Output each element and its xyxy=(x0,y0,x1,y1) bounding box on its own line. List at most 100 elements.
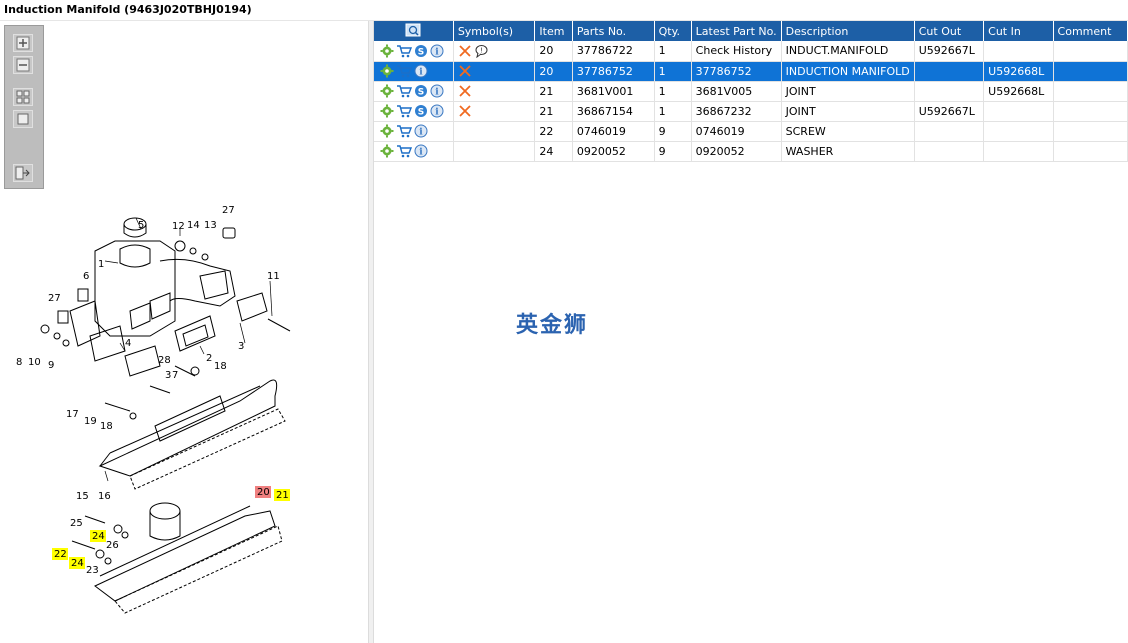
cell-cut-out: U592667L xyxy=(914,101,985,122)
cell-comment xyxy=(1053,121,1128,142)
fit-all-button[interactable] xyxy=(13,88,33,106)
cell-cut-in: U592668L xyxy=(983,81,1054,102)
svg-text:S: S xyxy=(418,88,424,98)
cell-item: 21 xyxy=(534,81,573,102)
info-icon[interactable]: i xyxy=(430,104,444,118)
cross-icon xyxy=(459,65,471,77)
svg-text:13: 13 xyxy=(204,220,217,231)
svg-text:17: 17 xyxy=(66,409,79,420)
svg-text:26: 26 xyxy=(106,540,119,551)
drawing-toolbox xyxy=(4,25,44,189)
cart-icon[interactable] xyxy=(396,124,412,138)
zoom-in-icon xyxy=(16,36,30,50)
cart-icon[interactable] xyxy=(396,64,412,78)
svg-text:16: 16 xyxy=(98,491,111,502)
cell-description: SCREW xyxy=(781,121,915,142)
cell-cut-out xyxy=(914,121,985,142)
cell-qty: 9 xyxy=(654,141,692,162)
cell-cut-out xyxy=(914,81,985,102)
window-titlebar: Induction Manifold (9463J020TBHJ0194) xyxy=(0,0,1128,21)
svg-text:S: S xyxy=(418,108,424,118)
gear-icon[interactable] xyxy=(380,144,394,158)
cell-description: JOINT xyxy=(781,101,915,122)
cell-comment xyxy=(1053,41,1128,62)
column-header-comment[interactable]: Comment xyxy=(1053,21,1128,41)
export-icon xyxy=(15,166,30,180)
svg-text:4: 4 xyxy=(125,338,131,349)
svg-text:9: 9 xyxy=(48,360,54,371)
zoom-in-button[interactable] xyxy=(13,34,33,52)
gear-icon[interactable] xyxy=(380,104,394,118)
info-icon[interactable]: i xyxy=(414,144,428,158)
svg-text:10: 10 xyxy=(28,357,41,368)
column-header-cut-in[interactable]: Cut In xyxy=(983,21,1054,41)
cart-icon[interactable] xyxy=(396,144,412,158)
info-icon[interactable]: i xyxy=(430,44,444,58)
cell-qty: 9 xyxy=(654,121,692,142)
column-header-symbols[interactable]: Symbol(s) xyxy=(453,21,536,41)
gear-icon[interactable] xyxy=(380,64,394,78)
s-badge-icon[interactable]: S xyxy=(414,104,428,118)
s-badge-icon[interactable]: S xyxy=(414,44,428,58)
fit-page-icon xyxy=(17,113,29,125)
cart-icon[interactable] xyxy=(396,44,412,58)
cart-icon[interactable] xyxy=(396,84,412,98)
pane-splitter[interactable] xyxy=(368,21,374,643)
column-header-parts-no[interactable]: Parts No. xyxy=(572,21,655,41)
svg-text:i: i xyxy=(419,148,423,158)
svg-text:i: i xyxy=(419,128,423,138)
row-icons: i xyxy=(374,121,454,142)
fit-page-button[interactable] xyxy=(13,110,33,128)
column-header-item[interactable]: Item xyxy=(534,21,573,41)
svg-text:11: 11 xyxy=(267,271,280,282)
svg-text:15: 15 xyxy=(76,491,89,502)
info-icon[interactable]: i xyxy=(414,124,428,138)
cell-description: INDUCT.MANIFOLD xyxy=(781,41,915,62)
row-symbols xyxy=(453,61,536,82)
info-icon[interactable]: i xyxy=(430,84,444,98)
cell-comment xyxy=(1053,61,1128,82)
svg-text:21: 21 xyxy=(276,490,289,501)
zoom-out-icon xyxy=(16,58,30,72)
svg-text:24: 24 xyxy=(92,531,105,542)
gear-icon[interactable] xyxy=(380,84,394,98)
parts-list-pane: Symbol(s) Item Parts No. Qty. Latest Par… xyxy=(374,21,1128,643)
cell-cut-in xyxy=(983,41,1054,62)
column-header-qty[interactable]: Qty. xyxy=(654,21,692,41)
cell-comment xyxy=(1053,101,1128,122)
column-header-icons[interactable] xyxy=(374,21,454,41)
svg-text:5: 5 xyxy=(138,220,144,231)
fit-all-icon xyxy=(16,90,30,104)
cart-icon[interactable] xyxy=(396,104,412,118)
svg-text:28: 28 xyxy=(158,355,171,366)
gear-icon[interactable] xyxy=(380,44,394,58)
info-icon[interactable]: i xyxy=(414,64,428,78)
export-button[interactable] xyxy=(13,164,33,182)
cell-cut-in xyxy=(983,121,1054,142)
column-header-cut-out[interactable]: Cut Out xyxy=(914,21,985,41)
cell-latest-part-no: Check History xyxy=(691,41,782,62)
cell-description: JOINT xyxy=(781,81,915,102)
svg-text:i: i xyxy=(435,88,439,98)
column-header-latest-part-no[interactable]: Latest Part No. xyxy=(691,21,782,41)
cell-comment xyxy=(1053,81,1128,102)
svg-text:18: 18 xyxy=(214,361,227,372)
gear-icon[interactable] xyxy=(380,124,394,138)
svg-text:22: 22 xyxy=(54,549,67,560)
s-badge-icon[interactable]: S xyxy=(414,84,428,98)
cell-cut-out: U592667L xyxy=(914,41,985,62)
zoom-out-button[interactable] xyxy=(13,56,33,74)
svg-text:18: 18 xyxy=(100,421,113,432)
cell-item: 21 xyxy=(534,101,573,122)
row-symbols xyxy=(453,141,536,162)
column-header-description[interactable]: Description xyxy=(781,21,915,41)
drawing-pane[interactable]: 27 5 12 14 13 1 6 11 27 8 10 9 4 3 2 3 2… xyxy=(0,21,368,643)
table-header: Symbol(s) Item Parts No. Qty. Latest Par… xyxy=(374,21,1128,41)
